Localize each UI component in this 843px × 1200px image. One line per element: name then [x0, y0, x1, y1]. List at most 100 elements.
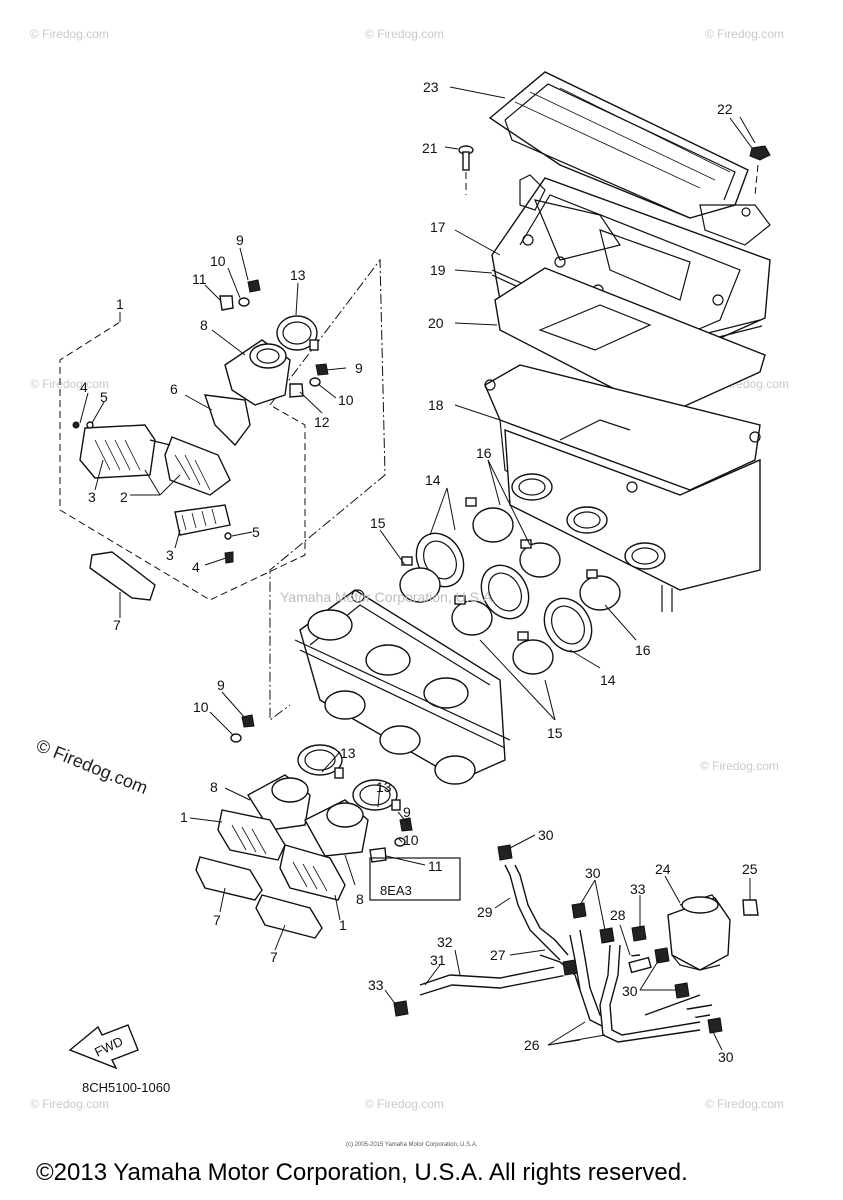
callout-12: 12 — [314, 414, 330, 430]
watermark: © Firedog.com — [30, 1097, 109, 1111]
callout-9: 9 — [236, 232, 244, 248]
fwd-arrow-icon: FWD — [68, 1024, 139, 1070]
callout-3: 3 — [88, 489, 96, 505]
callout-24: 24 — [655, 861, 671, 877]
callout-30: 30 — [718, 1049, 734, 1065]
callout-7: 7 — [213, 912, 221, 928]
watermark: © Firedog.com — [705, 1097, 784, 1111]
callout-10: 10 — [403, 832, 419, 848]
callout-14: 14 — [600, 672, 616, 688]
leader-lines — [79, 117, 753, 1051]
callout-33: 33 — [368, 977, 384, 993]
callout-30: 30 — [538, 827, 554, 843]
air-cleaner-lid-23 — [488, 71, 749, 219]
callout-7: 7 — [270, 949, 278, 965]
watermark: © Firedog.com — [365, 27, 444, 41]
reed-plate-3-lower — [174, 504, 231, 536]
callout-8: 8 — [200, 317, 208, 333]
callout-11: 11 — [428, 858, 443, 874]
callout-4: 4 — [192, 559, 200, 575]
callout-18: 18 — [428, 397, 444, 413]
callout-32: 32 — [437, 934, 453, 950]
callout-8: 8 — [210, 779, 218, 795]
callout-29: 29 — [477, 904, 493, 920]
callout-1: 1 — [116, 296, 124, 312]
callout-5: 5 — [100, 389, 108, 405]
callout-13: 13 — [290, 267, 306, 283]
callout-30: 30 — [622, 983, 638, 999]
callout-2: 2 — [120, 489, 128, 505]
callout-3: 3 — [166, 547, 174, 563]
callout-14: 14 — [425, 472, 441, 488]
watermark: © Firedog.com — [365, 1097, 444, 1111]
callout-19: 19 — [430, 262, 446, 278]
intake-boots-14-15-16 — [399, 497, 621, 675]
bolt-22 — [749, 145, 771, 196]
carburetor-assembly — [294, 589, 511, 785]
element-20 — [494, 267, 766, 416]
tiny-copyright: (c) 2005-2015 Yamaha Motor Corporation, … — [346, 1142, 478, 1148]
small-fasteners-upper — [72, 279, 329, 564]
callout-9: 9 — [355, 360, 363, 376]
center-watermark: Yamaha Motor Corporation, U.S.A. — [280, 589, 496, 605]
reed-valves-1-lower — [217, 809, 346, 901]
air-box-case-18 — [484, 364, 761, 612]
callout-15: 15 — [370, 515, 386, 531]
callout-16: 16 — [476, 445, 492, 461]
watermark: © Firedog.com — [705, 27, 784, 41]
hoses-26-27-29-31-32 — [419, 864, 713, 1043]
callout-10: 10 — [193, 699, 209, 715]
inset-code: 8EA3 — [380, 883, 412, 898]
gaskets-7-lower — [195, 856, 323, 939]
callout-33: 33 — [630, 881, 646, 897]
watermark: © Firedog.com — [700, 759, 779, 773]
callout-13: 13 — [376, 779, 392, 795]
callout-21: 21 — [422, 140, 438, 156]
callout-6: 6 — [170, 381, 178, 397]
callout-5: 5 — [252, 524, 260, 540]
callout-16: 16 — [635, 642, 651, 658]
callout-23: 23 — [423, 79, 439, 95]
intake-joint-8-upper — [224, 339, 291, 406]
callout-10: 10 — [210, 253, 226, 269]
callout-11: 11 — [192, 271, 207, 287]
valve-stopper-6 — [203, 394, 251, 447]
fuel-pump-24 — [667, 894, 731, 971]
inset-box-8EA3: 8EA3 — [369, 857, 461, 901]
callout-20: 20 — [428, 315, 444, 331]
callout-31: 31 — [430, 952, 446, 968]
callout-15: 15 — [547, 725, 563, 741]
callout-1: 1 — [180, 809, 188, 825]
footer-copyright: ©2013 Yamaha Motor Corporation, U.S.A. A… — [36, 1159, 688, 1186]
watermark: © Firedog.com — [30, 27, 109, 41]
hose-clips-30-33 — [393, 844, 723, 1034]
callout-28: 28 — [610, 907, 626, 923]
bolt-25 — [742, 899, 759, 916]
assembly-1-dashed-boundary — [59, 258, 386, 721]
callout-25: 25 — [742, 861, 758, 877]
callout-4: 4 — [80, 379, 88, 395]
firedog-watermarks: © Firedog.com © Firedog.com © Firedog.co… — [30, 27, 789, 1111]
clamp-13-upper — [276, 315, 319, 351]
callout-9: 9 — [217, 677, 225, 693]
callout-8: 8 — [356, 891, 364, 907]
callout-numbers: 23 22 21 17 19 20 18 9 10 11 13 8 1 9 10… — [80, 79, 758, 1065]
callout-27: 27 — [490, 947, 506, 963]
callout-10: 10 — [338, 392, 354, 408]
reed-valve-bodies — [79, 424, 231, 496]
callout-17: 17 — [430, 219, 446, 235]
callout-30: 30 — [585, 865, 601, 881]
watermark: © Firedog.com — [30, 377, 109, 391]
callout-26: 26 — [524, 1037, 540, 1053]
part-code: 8CH5100-1060 — [82, 1080, 170, 1095]
callout-13: 13 — [340, 745, 356, 761]
air-box-outlets — [511, 473, 666, 570]
screw-21 — [458, 145, 474, 195]
callout-1: 1 — [339, 917, 347, 933]
callout-7: 7 — [113, 617, 121, 633]
gasket-7-upper — [89, 551, 156, 601]
firedog-watermark-large: © Firedog.com — [34, 735, 151, 798]
callout-9: 9 — [403, 804, 411, 820]
lower-intake-parts — [230, 714, 413, 863]
